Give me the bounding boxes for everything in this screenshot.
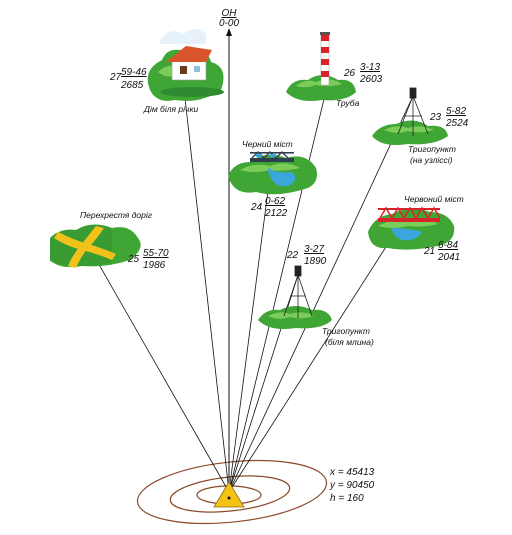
landmark-27-number: 27 [109, 72, 122, 83]
landmark-25-angle: 55-70 [143, 248, 169, 259]
chimney-icon [320, 32, 330, 86]
black-bridge-icon [250, 151, 294, 162]
landmark-23-number: 23 [429, 112, 442, 123]
landmark-22-name-note: (біля млина) [325, 337, 374, 347]
landmark-23-name: Тригопункт [408, 144, 456, 154]
cloud-icon [160, 29, 206, 44]
observer-y: y = 90450 [329, 480, 375, 491]
trig-point-icon [283, 265, 313, 318]
house-icon [166, 46, 212, 81]
landmark-black-bridge: Черний міст 24 0-62 2122 [228, 139, 317, 219]
landmark-26-distance: 2603 [359, 74, 383, 85]
landmark-trig-point-near-mill: 22 3-27 1890 Тригопункт (біля млина) [258, 244, 374, 347]
observer-triangle-icon [213, 481, 245, 508]
landmark-trig-point-forest-edge: 23 5-82 2524 Тригопункт (на узліссі) [372, 87, 469, 165]
landmark-22-angle: 3-27 [304, 244, 324, 255]
landmark-25-name: Перехрестя доріг [80, 210, 152, 220]
sight-lines [84, 94, 414, 493]
north-label: ОН [222, 8, 238, 19]
landmark-23-name-note: (на узліссі) [410, 155, 453, 165]
observer-x: x = 45413 [329, 467, 375, 478]
landmark-27-angle: 59-46 [121, 67, 147, 78]
landmark-21-name: Червоний міст [404, 194, 464, 204]
landmark-house-near-river: 27 59-46 2685 Дім біля річки [109, 29, 224, 114]
landmark-25-distance: 1986 [143, 260, 166, 271]
trig-point-icon [397, 87, 429, 136]
sight-line-27 [184, 97, 230, 493]
landmark-21-distance: 2041 [437, 252, 460, 263]
landmark-22-name: Тригопункт [322, 326, 370, 336]
sight-line-25 [84, 239, 230, 493]
landmark-26-name: Труба [336, 98, 360, 108]
landmark-crossroads: Перехрестя доріг 25 55-70 1986 [50, 210, 169, 271]
landmark-chimney: 26 3-13 2603 Труба [286, 32, 383, 108]
landmark-24-angle: 0-62 [265, 196, 285, 207]
landmark-25-number: 25 [127, 254, 140, 265]
landmark-red-bridge: Червоний міст 21 6-84 2041 [368, 194, 464, 263]
sight-line-21 [228, 224, 401, 493]
sight-line-23 [228, 95, 414, 493]
landmark-24-name: Черний міст [242, 139, 293, 149]
landmark-23-distance: 2524 [445, 118, 469, 129]
landmark-22-distance: 1890 [304, 256, 327, 267]
landmark-24-number: 24 [250, 202, 263, 213]
sight-line-26 [228, 94, 326, 493]
crossroads-icon [54, 226, 116, 268]
landmark-26-number: 26 [343, 68, 356, 79]
landmark-23-angle: 5-82 [446, 106, 466, 117]
sight-line-24 [228, 174, 271, 493]
red-bridge-icon [378, 206, 441, 222]
landmark-21-number: 21 [423, 246, 435, 257]
landmark-27-name: Дім біля річки [143, 104, 198, 114]
north-value: 0-00 [219, 18, 239, 29]
landmark-27-distance: 2685 [120, 80, 144, 91]
observer-h: h = 160 [330, 493, 364, 504]
observer-position [213, 481, 245, 508]
landmark-21-angle: 6-84 [438, 240, 458, 251]
landmark-22-number: 22 [286, 250, 299, 261]
landmark-24-distance: 2122 [264, 208, 288, 219]
landmark-26-angle: 3-13 [360, 62, 380, 73]
north-arrow-icon [226, 28, 232, 36]
